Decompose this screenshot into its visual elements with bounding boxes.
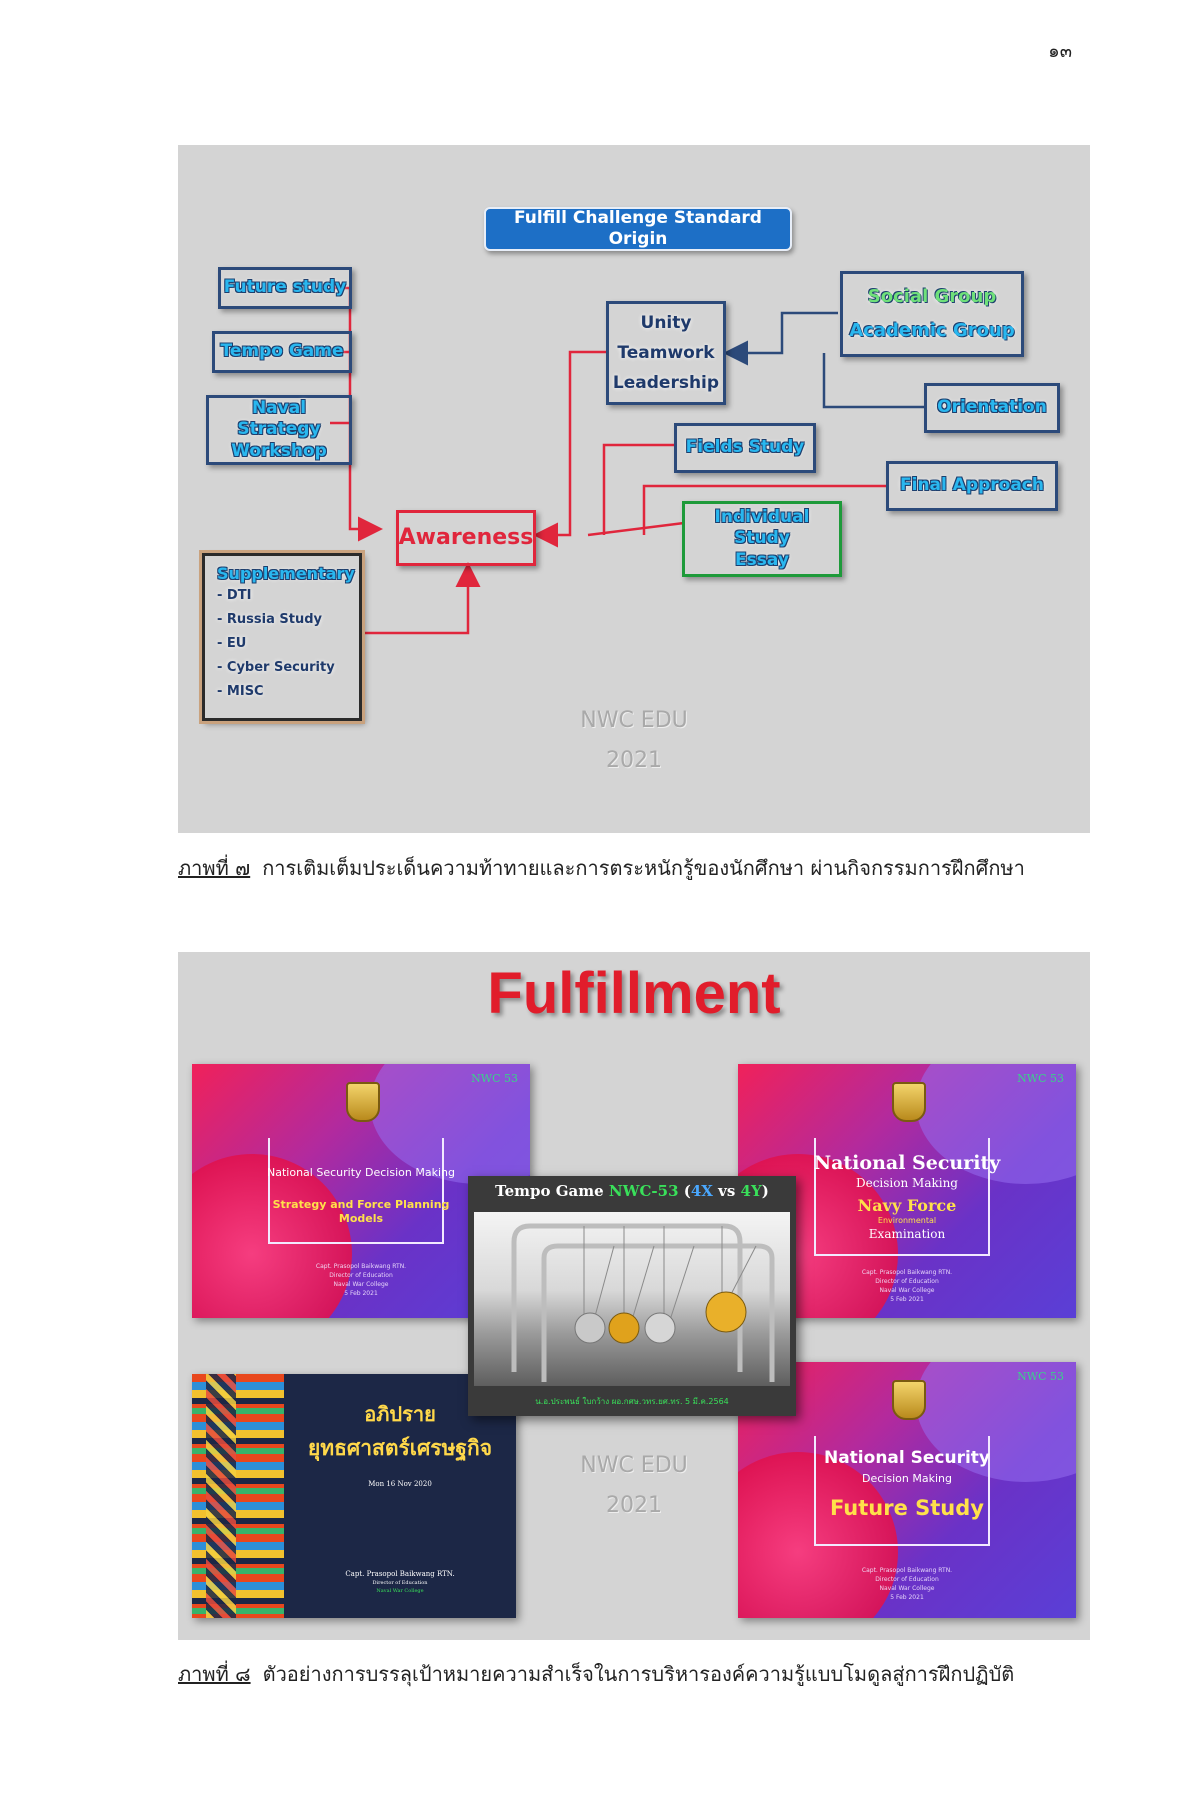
slide-footer: Capt. Prasopol Baikwang RTN. <box>315 1263 407 1270</box>
tempo-team-a: 4X <box>690 1182 713 1200</box>
leadership-line: Leadership <box>612 373 720 393</box>
slide-line4: Environmental <box>877 1216 937 1225</box>
slide-line2: Decision Making <box>855 1176 958 1190</box>
supplementary-item: - MISC <box>217 684 264 699</box>
slide-footer: Capt. Prasopol Baikwang RTN. <box>861 1567 953 1574</box>
slide-line3: Navy Force <box>857 1196 957 1215</box>
slide-footer: Naval War College <box>879 1585 935 1592</box>
final-approach-box: Final Approach <box>886 461 1058 511</box>
slide-footer: 5 Feb 2021 <box>344 1290 378 1297</box>
collage-title: Fulfillment <box>487 961 781 1026</box>
slide-line3: Future Study <box>830 1496 984 1520</box>
thai-pattern-decoration <box>206 1374 236 1618</box>
navy-crest-icon <box>346 1082 380 1122</box>
slide-date: Mon 16 Nov 2020 <box>368 1480 432 1488</box>
figure-1-caption: ภาพที่ ๗ การเติมเต็มประเด็นความท้าทายและก… <box>178 852 1025 884</box>
watermark-line1: NWC EDU <box>580 1453 688 1478</box>
slide-line5: Examination <box>868 1227 946 1241</box>
slide-author: Capt. Prasopol Baikwang RTN. <box>345 1570 455 1578</box>
newtons-cradle-illustration <box>511 1223 775 1382</box>
slide-line2: Decision Making <box>862 1472 952 1485</box>
slide-footer: Naval War College <box>333 1281 389 1288</box>
tempo-game-slide: Tempo Game NWC-53 (4X vs 4Y) <box>468 1176 796 1416</box>
slide-footer: 5 Feb 2021 <box>890 1594 924 1601</box>
individual-study-line2: Essay <box>735 549 789 570</box>
slide-org: Naval War College <box>376 1588 424 1594</box>
tempo-footer: น.อ.ประพนธ์ ใบกว้าง ผอ.กศษ.วทร.ยศ.ทร. 5 … <box>535 1397 729 1406</box>
slide-economic-strategy: อภิปราย ยุทธศาสตร์เศรษฐกิจ Mon 16 Nov 20… <box>192 1374 516 1618</box>
slide-frame <box>268 1138 444 1244</box>
figure-1-diagram: Fulfill Challenge Standard Origin Future… <box>178 145 1090 833</box>
slide-line2: ยุทธศาสตร์เศรษฐกิจ <box>307 1435 493 1460</box>
unity-line: Unity <box>640 313 692 333</box>
unity-box: Unity Teamwork Leadership <box>606 301 726 405</box>
figure-2-collage: Fulfillment NWC 53 National Security Dec… <box>178 952 1090 1640</box>
watermark-line2: 2021 <box>606 1493 662 1518</box>
awareness-box: Awareness <box>396 510 536 566</box>
tempo-team-b: 4Y <box>740 1182 762 1200</box>
tempo-header: Tempo Game NWC-53 (4X vs 4Y) <box>468 1182 796 1200</box>
future-study-box: Future study <box>218 267 352 309</box>
header-box: Fulfill Challenge Standard Origin <box>484 207 792 251</box>
caption-label: ภาพที่ ๗ <box>178 856 251 880</box>
supplementary-box: Supplementary - DTI - Russia Study - EU … <box>202 553 362 721</box>
fields-study-box: Fields Study <box>674 423 816 473</box>
teamwork-line: Teamwork <box>617 343 715 363</box>
slide-footer: Director of Education <box>875 1278 939 1285</box>
slide-footer: Director of Education <box>329 1272 393 1279</box>
figure-2-caption: ภาพที่ ๘ ตัวอย่างการบรรลุเป้าหมายความสำเร… <box>178 1658 1014 1690</box>
slide-line1: National Security Decision Making <box>267 1166 455 1179</box>
tempo-game-box: Tempo Game <box>212 331 352 373</box>
watermark: NWC EDU 2021 <box>534 701 734 781</box>
individual-study-line1: Individual Study <box>714 507 810 549</box>
slide-badge: NWC 53 <box>1017 1370 1064 1383</box>
watermark: NWC EDU 2021 <box>534 1446 734 1526</box>
connector-lines <box>330 286 924 635</box>
tempo-vs: vs <box>712 1182 741 1200</box>
tempo-code: NWC-53 <box>608 1182 679 1200</box>
slide-line2: Strategy and Force Planning <box>272 1198 450 1211</box>
tempo-open: ( <box>678 1182 691 1200</box>
supplementary-title: Supplementary <box>217 564 355 583</box>
slide-frame <box>814 1436 990 1546</box>
slide-role: Director of Education <box>372 1580 428 1586</box>
tempo-prefix: Tempo Game <box>495 1182 609 1200</box>
slide-line3: Models <box>338 1212 384 1225</box>
navy-crest-icon <box>892 1380 926 1420</box>
supplementary-item: - DTI <box>217 588 252 603</box>
tempo-close: ) <box>761 1182 769 1200</box>
caption-text: การเติมเต็มประเด็นความท้าทายและการตระหนั… <box>262 856 1025 880</box>
naval-strategy-box: Naval Strategy Workshop <box>206 395 352 465</box>
newtons-cradle-image <box>474 1212 790 1386</box>
academic-group-label: Academic Group <box>849 320 1015 341</box>
slide-badge: NWC 53 <box>471 1072 518 1085</box>
slide-badge: NWC 53 <box>1017 1072 1064 1085</box>
navy-crest-icon <box>892 1082 926 1122</box>
slide-line1: อภิปราย <box>364 1402 436 1426</box>
slide-footer: Naval War College <box>879 1287 935 1294</box>
slide-line1: National Security <box>813 1152 1001 1174</box>
page-number: ๑๓ <box>1048 41 1072 62</box>
supplementary-item: - EU <box>217 636 247 651</box>
naval-strategy-line2: Workshop <box>231 440 327 461</box>
slide-line1: National Security <box>823 1448 991 1468</box>
naval-strategy-line1: Naval Strategy <box>237 398 321 440</box>
orientation-box: Orientation <box>924 383 1060 433</box>
slide-frame <box>814 1138 990 1256</box>
watermark-line2: 2021 <box>606 748 662 773</box>
social-group-label: Social Group <box>867 286 997 307</box>
slide-footer: Capt. Prasopol Baikwang RTN. <box>861 1269 953 1276</box>
caption-label: ภาพที่ ๘ <box>178 1662 251 1686</box>
supplementary-item: - Cyber Security <box>217 660 335 675</box>
social-academic-box: Social Group Academic Group <box>840 271 1024 357</box>
caption-text: ตัวอย่างการบรรลุเป้าหมายความสำเร็จในการบ… <box>262 1662 1015 1686</box>
supplementary-item: - Russia Study <box>217 612 323 627</box>
slide-footer: 5 Feb 2021 <box>890 1296 924 1303</box>
individual-study-box: Individual Study Essay <box>682 501 842 577</box>
watermark-line1: NWC EDU <box>580 708 688 733</box>
slide-footer: Director of Education <box>875 1576 939 1583</box>
